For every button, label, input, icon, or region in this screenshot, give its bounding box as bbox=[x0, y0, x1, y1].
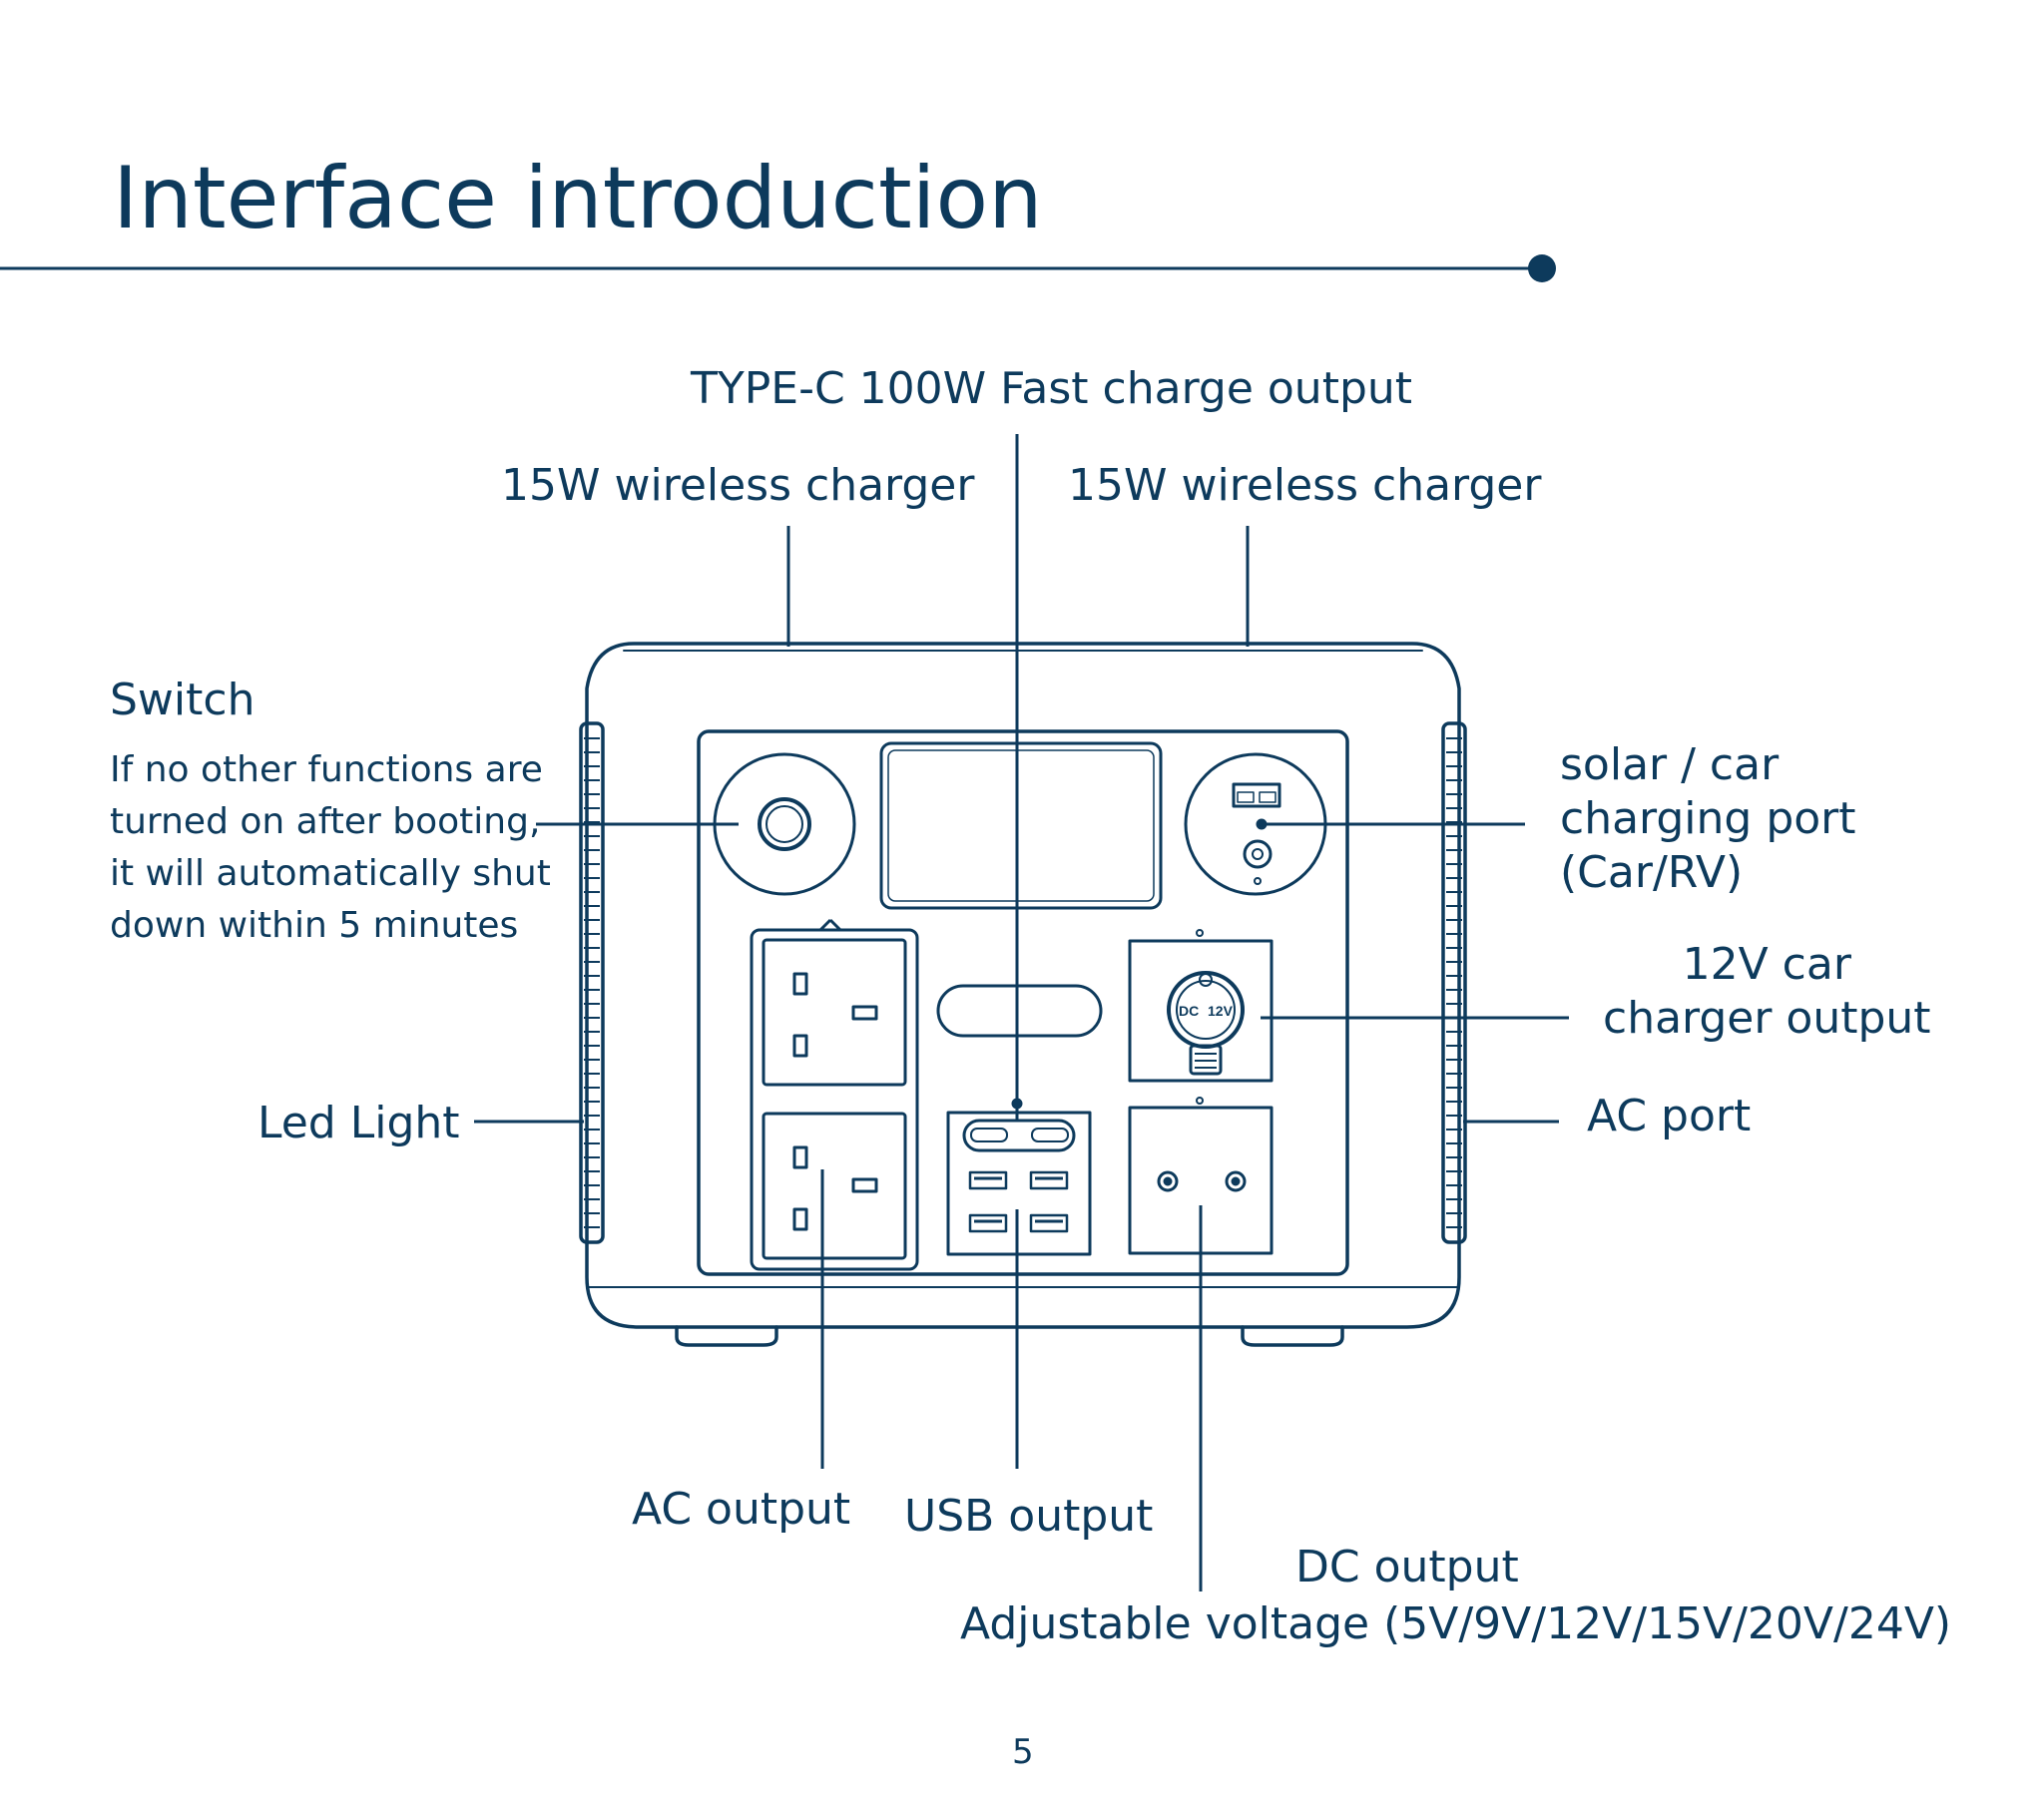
ac-outlet-top bbox=[762, 938, 907, 1087]
label-solar-line: (Car/RV) bbox=[1560, 847, 1744, 898]
switch-note-line: it will automatically shut bbox=[110, 853, 551, 894]
label-12v-car: 12V car charger output bbox=[1603, 938, 1931, 1046]
ac-outlet-bottom bbox=[762, 1112, 907, 1260]
label-dc-voltage: Adjustable voltage (5V/9V/12V/15V/20V/24… bbox=[960, 1598, 1952, 1649]
label-ac-output: AC output bbox=[632, 1484, 851, 1535]
label-switch: Switch bbox=[110, 675, 256, 725]
ac-outlet-frame bbox=[750, 928, 919, 1271]
switch-button bbox=[758, 797, 811, 851]
grip-right bbox=[1441, 721, 1467, 1244]
device-foot-right bbox=[1241, 1325, 1344, 1347]
label-ac-port: AC port bbox=[1587, 1091, 1752, 1141]
solar-port-dc-jack bbox=[1243, 839, 1273, 869]
label-typec: TYPE-C 100W Fast charge output bbox=[691, 363, 1413, 414]
label-12v-line: charger output bbox=[1603, 993, 1931, 1044]
led-light-pill bbox=[936, 984, 1103, 1038]
dc-output-pin-right bbox=[1225, 1170, 1247, 1192]
label-dc-output: DC output bbox=[1295, 1542, 1519, 1592]
grip-left bbox=[579, 721, 605, 1244]
label-wireless-right: 15W wireless charger bbox=[1068, 460, 1542, 511]
dc-output-pin-left bbox=[1157, 1170, 1179, 1192]
solar-port-anderson bbox=[1232, 782, 1281, 808]
label-usb-output: USB output bbox=[904, 1491, 1154, 1542]
label-led-light: Led Light bbox=[257, 1098, 460, 1148]
display-screen bbox=[879, 741, 1163, 910]
device-body bbox=[585, 642, 1461, 1329]
label-solar-line: charging port bbox=[1560, 793, 1856, 844]
label-solar-line: solar / car bbox=[1560, 739, 1780, 790]
switch-note-line: turned on after booting, bbox=[110, 801, 541, 842]
label-12v-line: 12V car bbox=[1682, 939, 1851, 990]
page-number: 5 bbox=[1012, 1732, 1034, 1772]
dc-badge-right: 12V bbox=[1208, 1003, 1234, 1019]
switch-note-line: down within 5 minutes bbox=[110, 905, 519, 946]
page-title: Interface introduction bbox=[113, 149, 1043, 248]
dc-badge-left: DC bbox=[1179, 1003, 1199, 1019]
label-solar-port: solar / car charging port (Car/RV) bbox=[1560, 738, 1856, 900]
front-panel bbox=[697, 729, 1349, 1276]
label-wireless-left: 15W wireless charger bbox=[501, 460, 975, 511]
car-charger-block bbox=[1128, 939, 1274, 1083]
usb-a-port bbox=[968, 1170, 1008, 1190]
switch-note: If no other functions are turned on afte… bbox=[110, 744, 551, 952]
usb-c-port bbox=[962, 1119, 1076, 1152]
usb-block bbox=[946, 1111, 1092, 1256]
title-rule-dot bbox=[1528, 254, 1556, 282]
device-foot-left bbox=[675, 1325, 778, 1347]
switch-note-line: If no other functions are bbox=[110, 749, 543, 790]
